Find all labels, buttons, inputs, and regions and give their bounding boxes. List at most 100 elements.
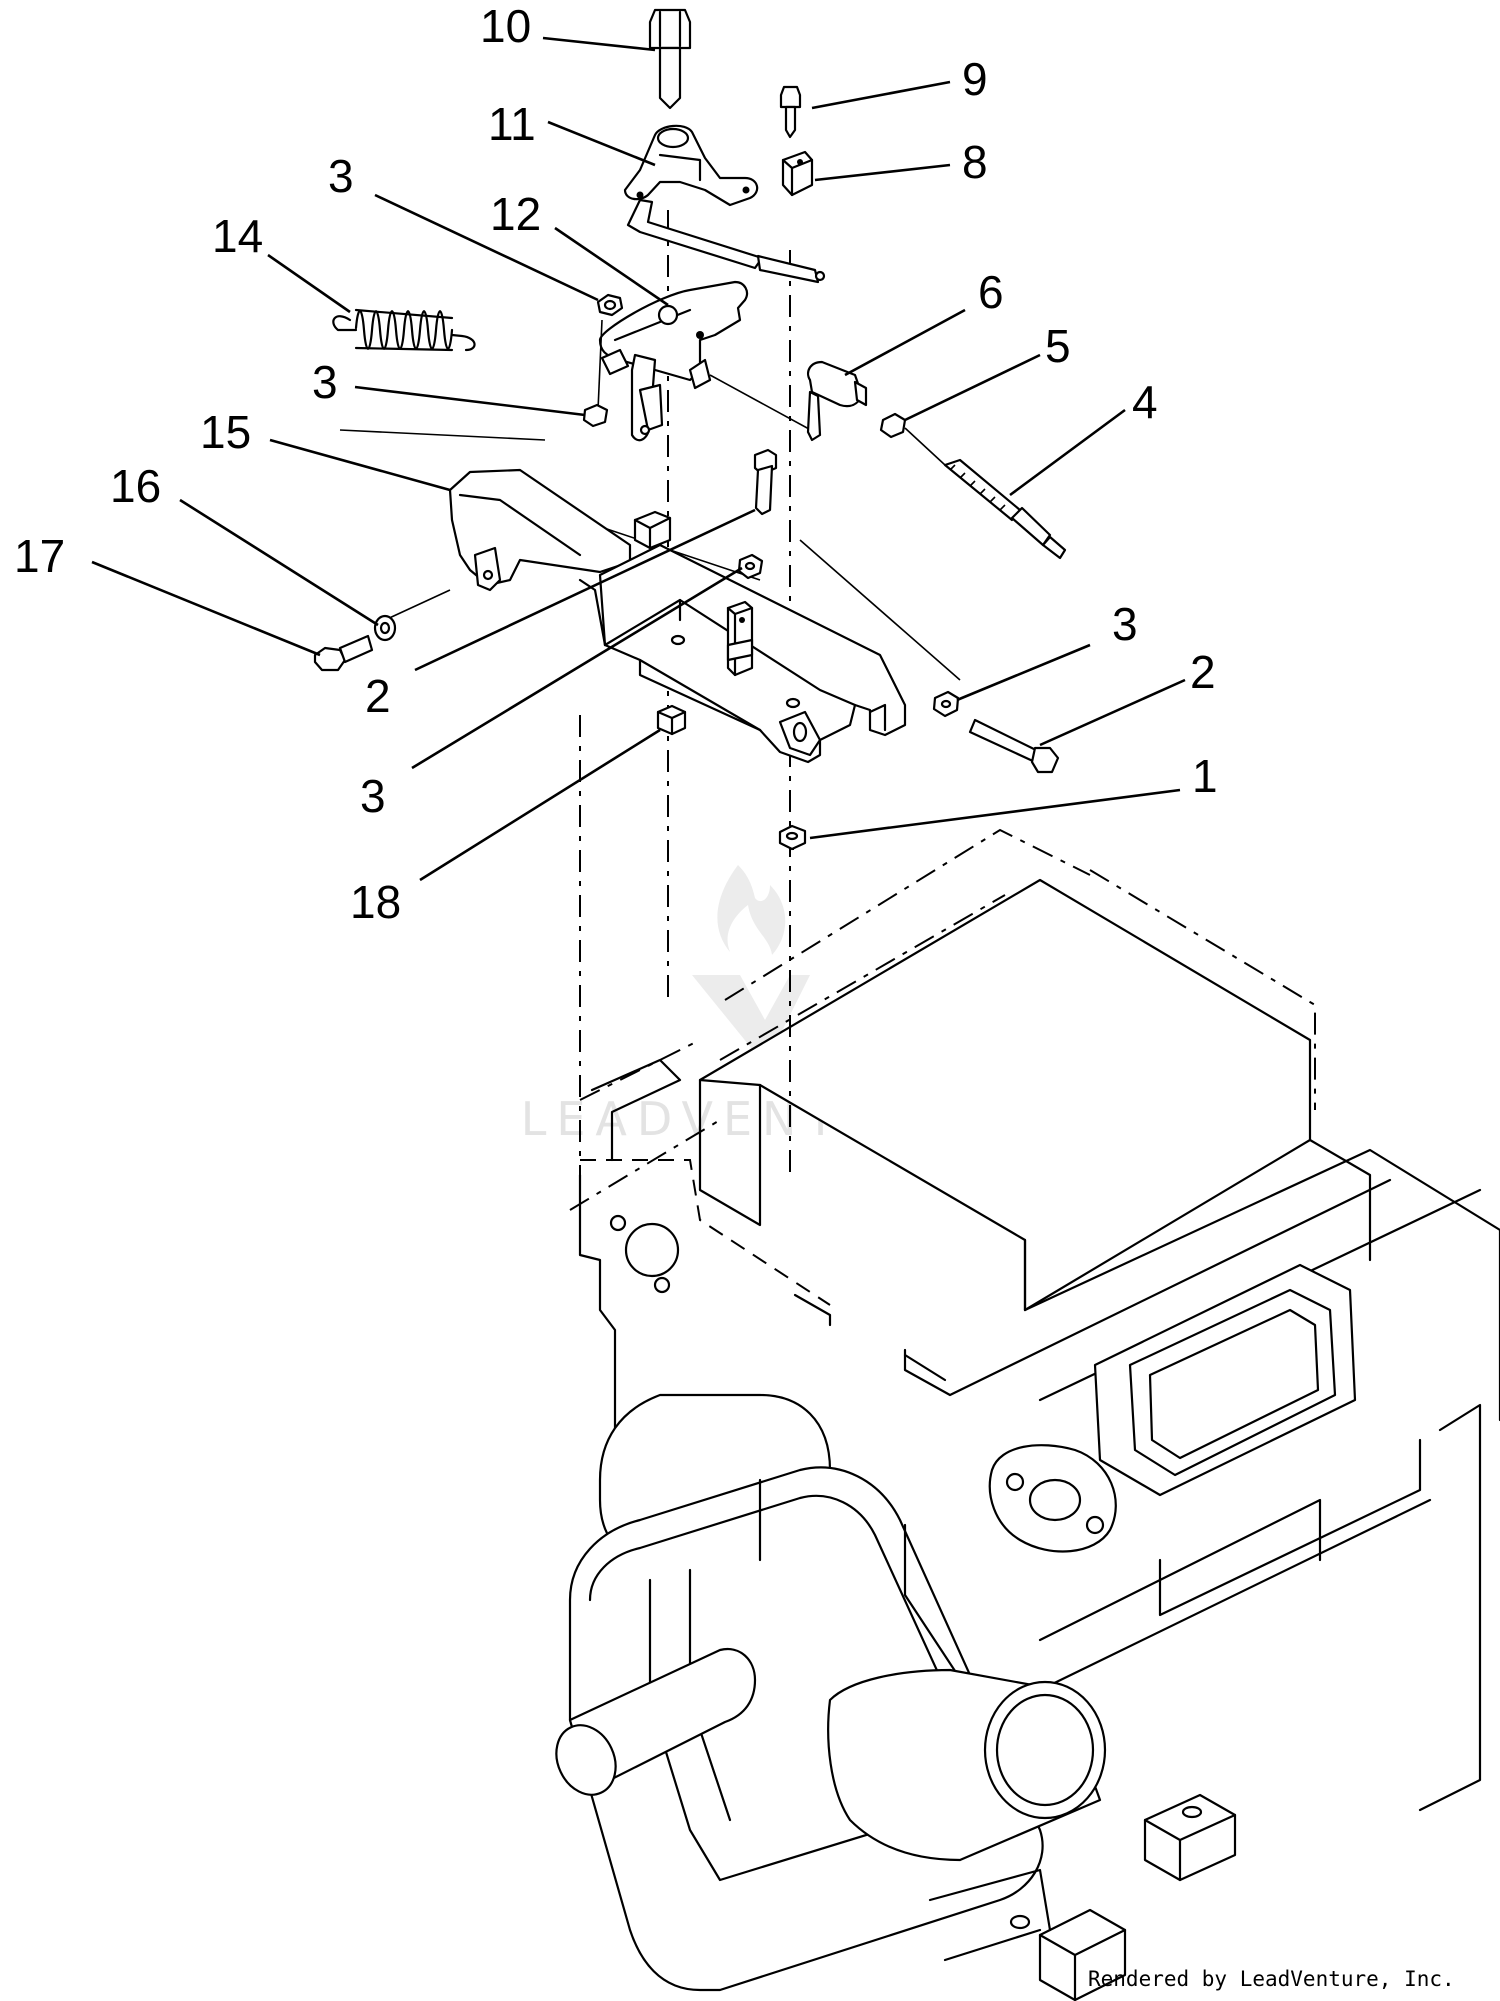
nut-drop-line xyxy=(597,319,603,411)
engine-dash-top-2 xyxy=(719,894,1006,1061)
cable-threads xyxy=(949,464,1006,511)
spring-hook-left xyxy=(332,315,358,332)
foot-hole xyxy=(1009,1914,1031,1930)
cylinder-head-window xyxy=(1148,1308,1320,1460)
mount-hole-small xyxy=(609,1214,627,1232)
callout-3-bracket: 3 xyxy=(360,770,386,822)
control-plate-hole xyxy=(657,304,679,326)
engine-dash-left xyxy=(569,1119,721,1211)
part-1-nut xyxy=(778,824,807,851)
bracket-side xyxy=(578,578,607,647)
engine-block-mid-2 xyxy=(1038,1498,1432,1692)
plate-slot xyxy=(868,703,887,732)
lever-fold xyxy=(658,153,702,182)
bolt-head xyxy=(1030,746,1060,774)
engine-ledge xyxy=(903,1178,1392,1397)
leader-15 xyxy=(269,438,451,492)
callout-10: 10 xyxy=(480,0,531,52)
cable-clamp-block xyxy=(726,600,754,677)
bracket-block-edges xyxy=(633,516,672,550)
lever-hole xyxy=(636,191,644,199)
engine-block-lower xyxy=(1158,1438,1422,1617)
shroud-right-step xyxy=(1308,1138,1372,1262)
callout-16: 16 xyxy=(110,460,161,512)
engine-foot xyxy=(1143,1793,1237,1882)
hex-nut-bore xyxy=(744,561,756,571)
part-18-nut xyxy=(656,704,687,736)
part-10-bolt xyxy=(648,8,692,110)
clamp-edges xyxy=(781,158,814,197)
leader-12 xyxy=(554,226,669,307)
bracket-block xyxy=(633,510,672,550)
hex-nut-bore xyxy=(603,299,617,311)
leader-14 xyxy=(267,253,351,314)
part-11-throttle-lever xyxy=(623,124,826,284)
callout-12: 12 xyxy=(490,188,541,240)
callout-11: 11 xyxy=(488,98,536,150)
part-9-screw xyxy=(779,85,802,139)
arm-hole xyxy=(639,424,651,436)
mount-hole xyxy=(624,1222,680,1278)
callout-14: 14 xyxy=(212,210,263,262)
drive-shaft-end xyxy=(555,1724,617,1796)
clamp-hole xyxy=(797,159,803,165)
ball-stud xyxy=(806,390,822,442)
engine-dash-top xyxy=(724,828,1091,1001)
tab-hole xyxy=(792,721,808,743)
part-3-nut-right xyxy=(932,690,960,718)
washer xyxy=(373,614,397,642)
render-credit: Rendered by LeadVenture, Inc. xyxy=(1088,1967,1455,1991)
starter-end-cap-ring xyxy=(995,1693,1095,1807)
cylinder-head-inner xyxy=(1128,1288,1337,1477)
control-arm-link xyxy=(638,383,664,432)
drive-shaft xyxy=(568,1647,757,1792)
callout-2-right: 2 xyxy=(1190,646,1216,698)
spring-hook-line xyxy=(339,429,546,441)
engine-base xyxy=(928,1868,1052,1962)
bolt-shank xyxy=(968,718,1042,764)
engine-short-edge xyxy=(903,1353,947,1382)
bolt-shank xyxy=(754,464,774,516)
leader-8 xyxy=(814,163,951,182)
hex-nut xyxy=(737,553,764,580)
callout-4: 4 xyxy=(1132,376,1158,428)
bracket-hole xyxy=(482,569,494,581)
cable-ferrule xyxy=(1010,506,1052,547)
part-12-control-lever xyxy=(598,280,749,442)
base-plate-tab xyxy=(778,710,822,757)
leader-17 xyxy=(91,560,321,657)
part-14-spring xyxy=(332,308,476,352)
lever-pivot-hole xyxy=(656,127,690,149)
hex-nut xyxy=(778,824,807,851)
leader-2-upper xyxy=(414,508,756,672)
part-2-bolt-right xyxy=(968,718,1060,774)
control-plate-pin xyxy=(696,331,704,339)
hex-nut-bore xyxy=(785,831,799,841)
clamp-block-hole xyxy=(739,617,745,623)
part-3-nut-upper xyxy=(596,293,624,411)
part-6-ball-joint xyxy=(806,360,868,442)
screw-shank xyxy=(338,634,374,664)
engine-small-tab xyxy=(793,1293,832,1327)
callout-9: 9 xyxy=(962,53,988,105)
washer-bore xyxy=(379,621,391,635)
crankcase-panel xyxy=(648,1578,982,1882)
bracket-leg xyxy=(473,546,502,592)
screw-head xyxy=(779,85,802,109)
leader-16 xyxy=(179,498,379,627)
rod-end xyxy=(756,254,820,284)
engine-top-shroud xyxy=(698,878,1312,1312)
plate-hidden-line xyxy=(580,1159,831,1306)
leader-6 xyxy=(844,308,966,377)
callout-2-upper: 2 xyxy=(365,670,391,722)
leader-10 xyxy=(542,36,656,52)
callout-3-right: 3 xyxy=(1112,598,1138,650)
engine-block-mid xyxy=(1038,1498,1322,1642)
callout-1: 1 xyxy=(1192,750,1218,802)
part-8-cable-clamp xyxy=(781,150,814,197)
callout-8: 8 xyxy=(962,136,988,188)
part-5-jam-nut xyxy=(879,412,946,466)
lever-hole xyxy=(742,186,750,194)
leader-3-bracket xyxy=(411,566,743,770)
leader-2-right xyxy=(1039,678,1186,747)
